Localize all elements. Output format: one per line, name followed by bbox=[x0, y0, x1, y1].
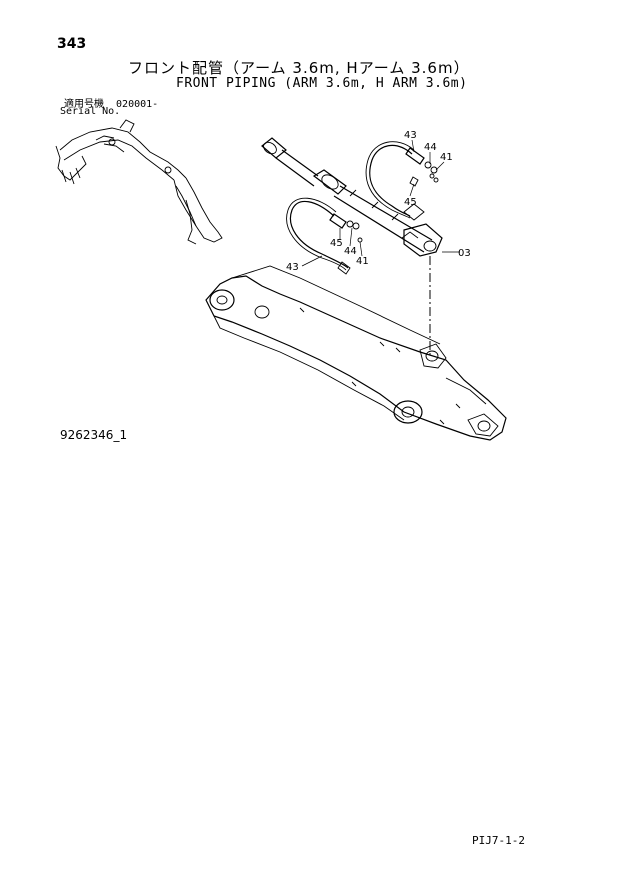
page-code: PIJ7-1-2 bbox=[472, 834, 525, 847]
page-title-japanese: フロント配管（アーム 3.6m, Hアーム 3.6m） bbox=[128, 59, 470, 77]
callout-43-lower: 43 bbox=[286, 262, 299, 273]
excavator-thumbnail bbox=[55, 119, 223, 245]
page-number: 343 bbox=[57, 36, 87, 52]
hose-43-lower bbox=[286, 197, 363, 275]
drawing-number: 9262346_1 bbox=[60, 428, 128, 442]
page-title-english: FRONT PIPING (ARM 3.6m, H ARM 3.6m) bbox=[176, 76, 468, 91]
serial-label-japanese: 適用号機 bbox=[64, 99, 104, 110]
callout-leaders bbox=[301, 139, 460, 267]
arm bbox=[205, 265, 507, 441]
callout-44-upper: 44 bbox=[424, 142, 437, 153]
callout-45-upper: 45 bbox=[404, 197, 417, 208]
serial-number-line: 適用号機 020001- bbox=[64, 95, 158, 110]
callout-43-upper: 43 bbox=[404, 130, 417, 141]
callout-44-lower: 44 bbox=[344, 246, 357, 257]
callout-45-lower: 45 bbox=[330, 238, 343, 249]
callout-41-lower: 41 bbox=[356, 256, 369, 267]
callout-03: 03 bbox=[458, 248, 471, 259]
callout-41-upper: 41 bbox=[440, 152, 453, 163]
hose-43-upper bbox=[365, 141, 439, 219]
serial-label-english: Serial No. bbox=[60, 106, 121, 117]
serial-value: 020001- bbox=[116, 99, 159, 110]
arm-cylinder bbox=[261, 137, 443, 257]
